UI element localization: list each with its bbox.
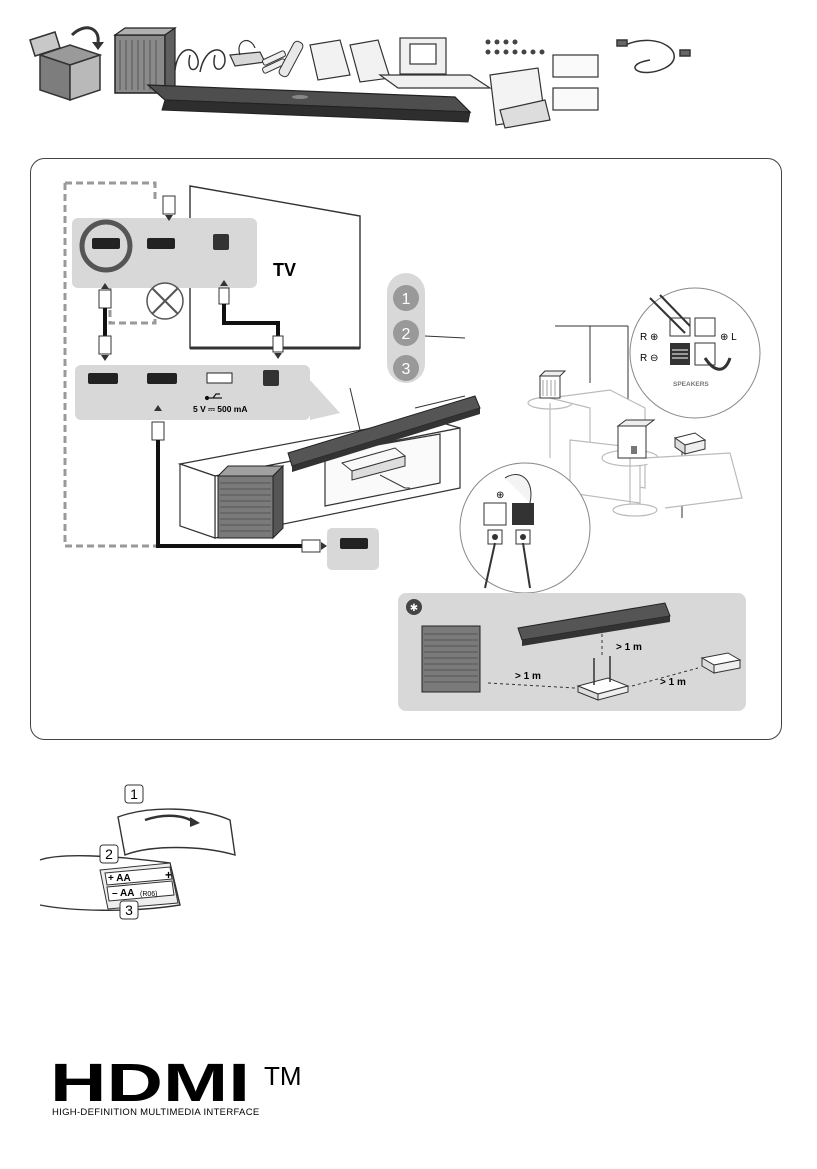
battery-top-label: + AA [108,873,131,884]
battery-bottom-label: – AA [112,888,134,899]
hdmi-logo: HDMI TM HIGH-DEFINITION MULTIMEDIA INTER… [50,1055,340,1125]
unbox-icon [30,28,104,100]
remote-battery-diagram: 1 2 3 + AA – AA (R06) + [30,775,270,925]
subwoofer-placement [422,626,480,692]
terminal-plus-label: ⊕ [496,490,504,501]
soundbar-optical-port [263,370,279,386]
tv-hdmi-arc-port [92,238,120,249]
wall-bracket-accessory [380,38,490,88]
distance-label: > 1 m [515,671,541,682]
tv-port-panel [72,218,257,288]
hdmi-tagline: HIGH-DEFINITION MULTIMEDIA INTERFACE [52,1107,260,1118]
hdmi-trademark: TM [264,1061,302,1091]
hdmi-wordmark: HDMI [50,1055,250,1113]
usb-power-label: 5 V ⎓ 500 mA [193,404,248,414]
tv-label: TV [273,260,296,280]
terminal-left-plus-label: ⊕ L [720,332,737,343]
distance-label: > 1 m [660,677,686,688]
battery-plus-label: + [165,868,172,882]
wall-guide-accessory [553,55,598,110]
soundbar-hdmi-out-port [88,373,118,384]
remote-step-number: 2 [105,846,113,862]
not-allowed-icon [147,283,183,319]
accessories-strip [0,0,817,140]
terminal-right-plus-label: R ⊕ [640,332,658,343]
soundbar-hdmi-in-port [147,373,177,384]
step-number: 2 [402,326,411,343]
battery-code-label: (R06) [140,891,158,898]
power-cable-accessory [175,50,225,72]
remote-step-number: 1 [130,786,138,802]
distance-label: > 1 m [616,642,642,653]
soundbar-accessory [148,85,470,122]
soundbar-usb-port [207,373,232,383]
tv-hdmi-port [147,238,175,249]
step-number: 1 [402,291,411,308]
subwoofer-accessory [115,28,175,93]
connection-diagram: TV 5 V ⎓ 500 mA [30,158,782,740]
tv-optical-port [213,234,229,250]
battery-cover [118,809,235,855]
speakers-label: SPEAKERS [673,381,709,388]
asterisk-badge-symbol: ✱ [410,603,418,614]
hdmi-cable-accessory [617,40,690,73]
power-adapter-accessory [230,41,265,66]
manuals-accessory [310,40,390,82]
screws-accessory [486,40,545,55]
remote-step-number: 3 [125,902,133,918]
bracket-plates-accessory [490,68,550,128]
subwoofer [218,466,283,538]
terminal-right-minus-label: R ⊖ [640,353,658,364]
step-number: 3 [402,361,411,378]
